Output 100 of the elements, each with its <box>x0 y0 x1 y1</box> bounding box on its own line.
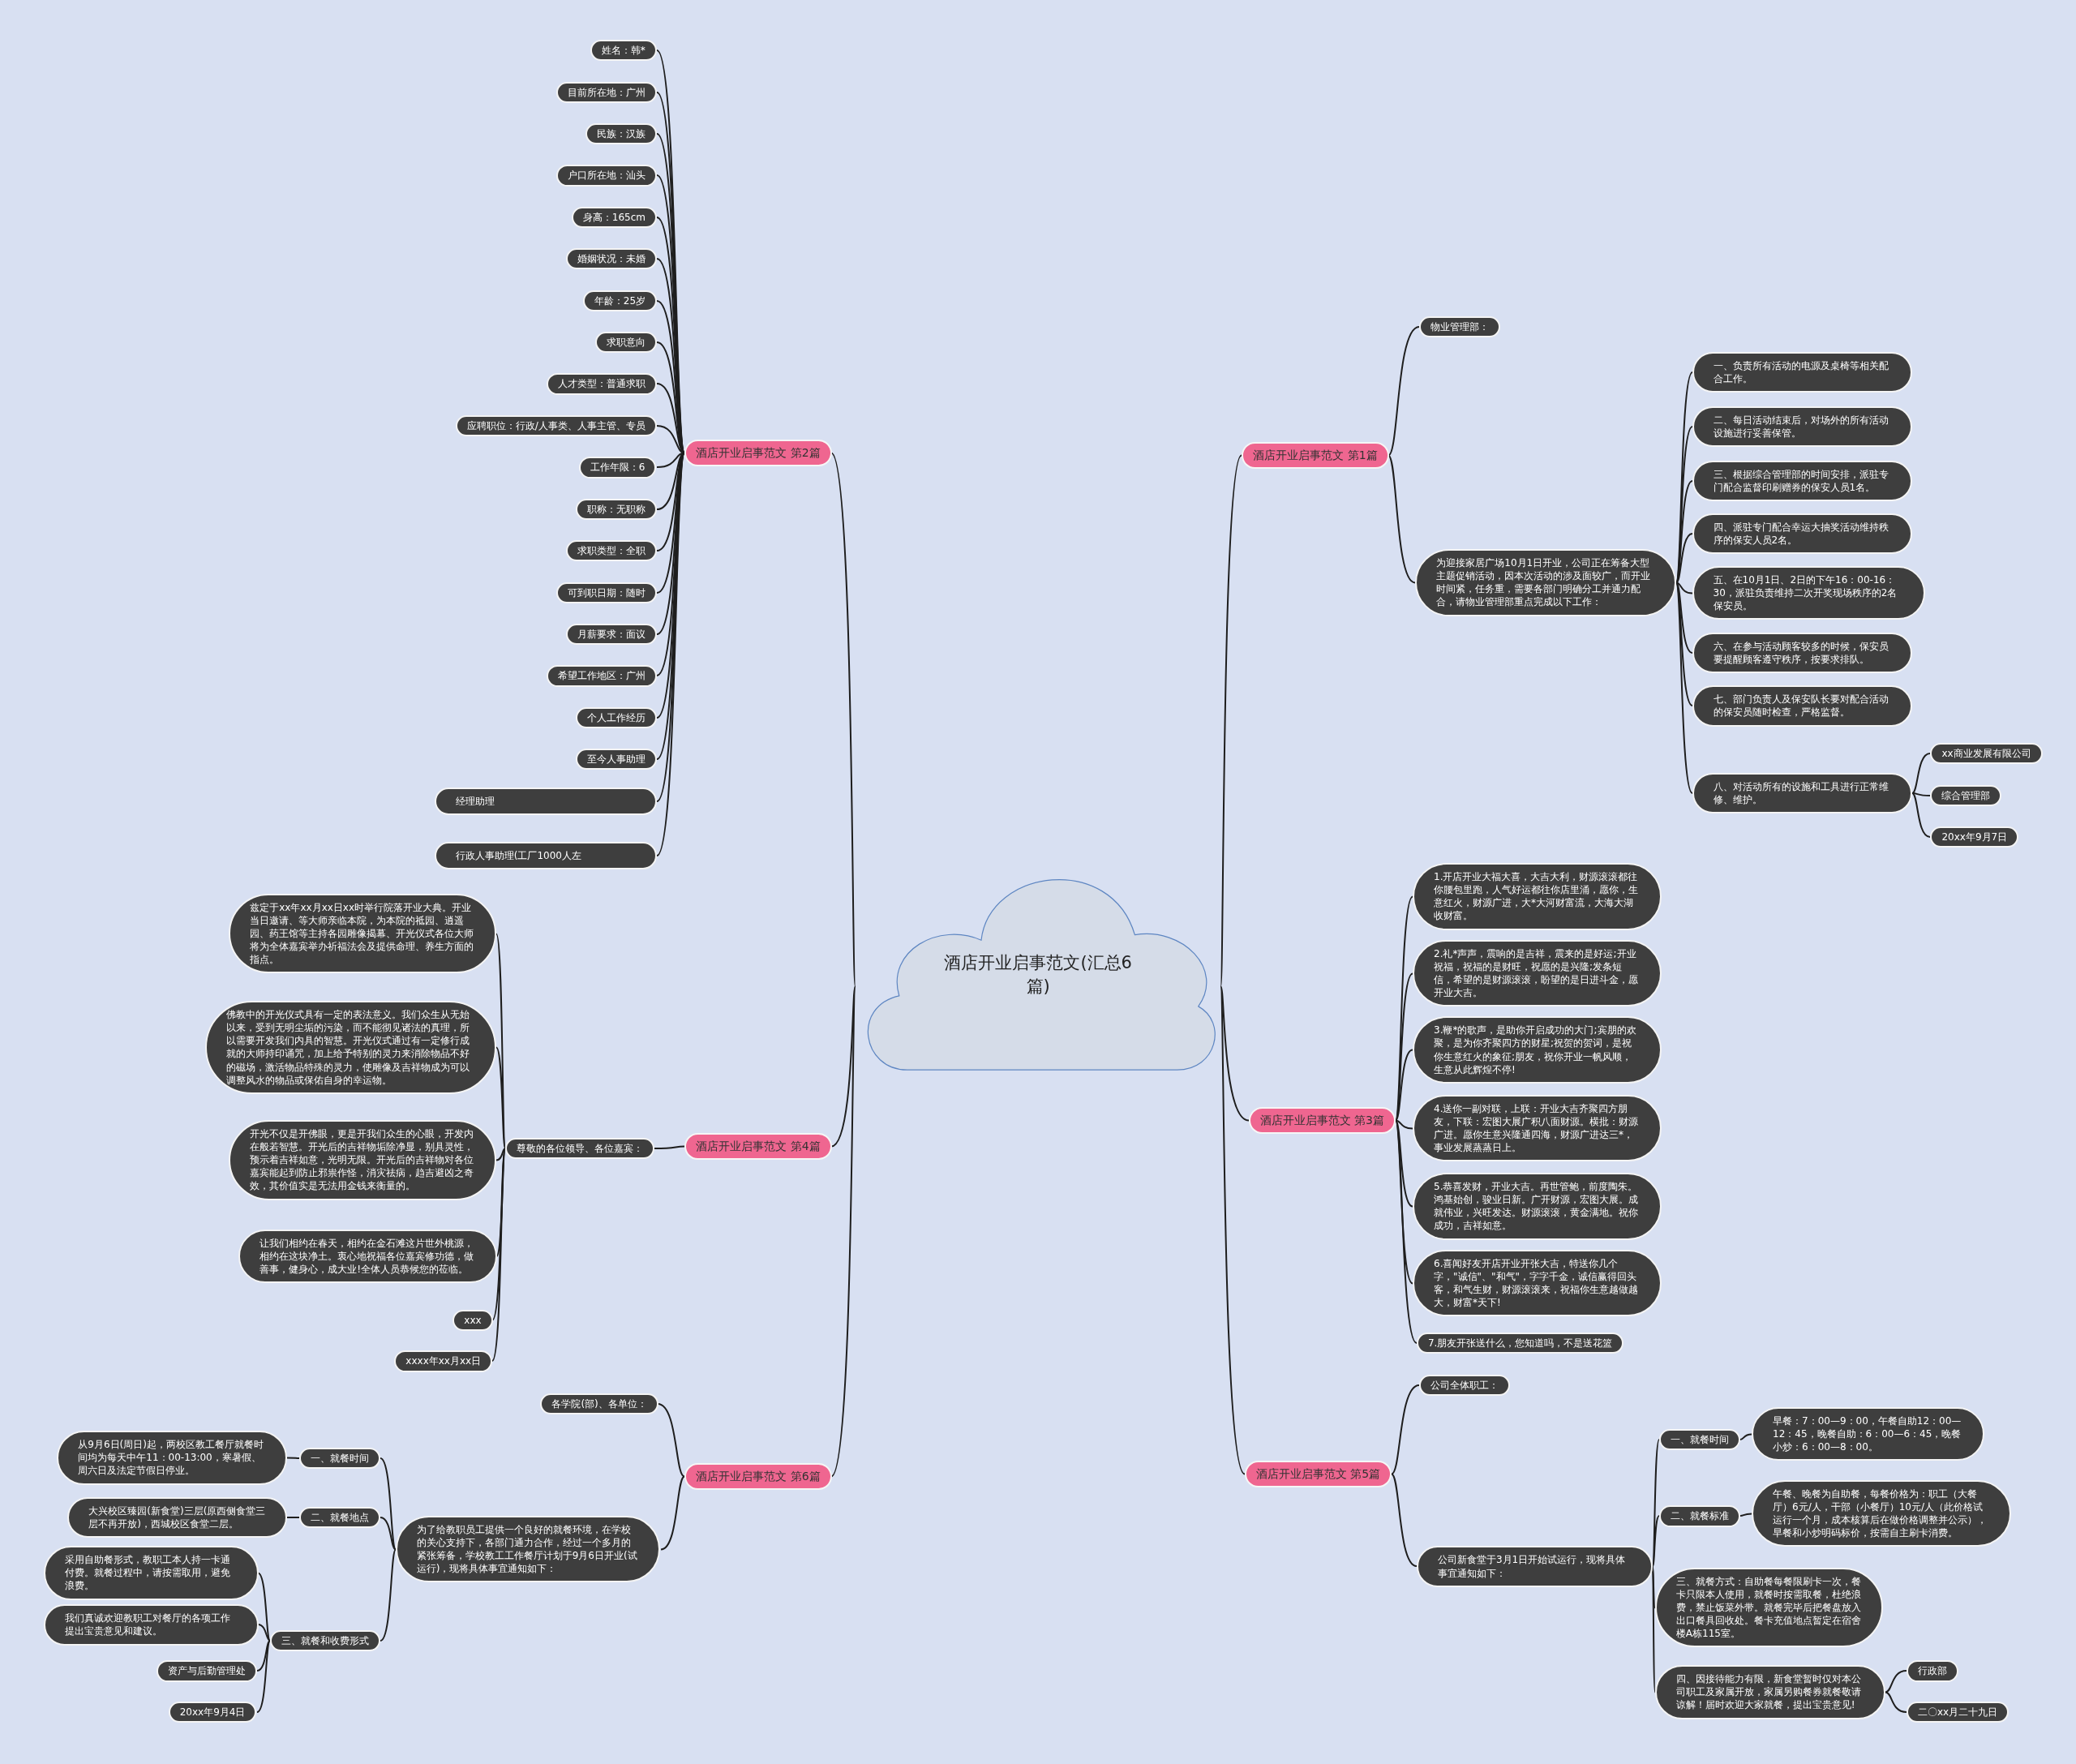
topic-pill: 婚姻状况：未婚 <box>565 248 657 270</box>
text-bubble: 三、根据综合管理部的时间安排，派驻专门配合监督印刷赠券的保安人员1名。 <box>1692 460 1912 501</box>
connector-line <box>654 1145 685 1149</box>
topic-pill: 个人工作经历 <box>575 706 657 729</box>
connector-line <box>256 1640 271 1672</box>
topic-pill: 尊敬的各位领导、各位嘉宾： <box>504 1137 654 1159</box>
connector-line <box>495 1148 506 1161</box>
connector-line <box>286 1457 300 1459</box>
connector-line <box>1388 454 1416 584</box>
connector-line <box>257 1624 271 1642</box>
text-bubble: 4.送你一副对联，上联：开业大吉齐聚四方朋友，下联：宏图大展广积八面财源。横批：财源广进。愿你生意兴隆通四海，财源广进达三*，事业发展蒸蒸日上。 <box>1413 1094 1662 1162</box>
topic-pill: 二、就餐地点 <box>298 1507 380 1529</box>
topic-pill: 各学院(部)、各单位： <box>540 1393 658 1414</box>
connector-line <box>1220 985 1246 1475</box>
text-bubble: 为了给教职员工提供一个良好的就餐环境，在学校的关心支持下，各部门通力合作，经过一个多月的紧张筹备，学校教工工作餐厅计划于9月6日开业(试运行)，现将具体事宜通知如下： <box>395 1515 661 1583</box>
topic-pill: 资产与后勤管理处 <box>156 1660 257 1682</box>
text-bubble: 5.恭喜发财，开业大吉。再世管鲍，前度陶朱。鸿基始创，骏业日新。广开财源，宏图大展。成就伟业，兴旺发达。财源滚滚，黄金满地。祝你成功，吉祥如意。 <box>1413 1172 1662 1240</box>
connector-line <box>660 1475 685 1551</box>
topic-pill: 户口所在地：汕头 <box>555 165 657 187</box>
text-bubble: 采用自助餐形式，教职工本人持一卡通付费。就餐过程中，请按需取用，避免浪费。 <box>44 1546 259 1600</box>
connector-line <box>257 1572 271 1642</box>
connector-line <box>286 1517 300 1518</box>
text-bubble: 从9月6日(周日)起，两校区教工餐厅就餐时间均为每天中午11：00-13:00，寒暑假、周六日及法定节假日停业。 <box>57 1431 288 1485</box>
connector-line <box>1395 1119 1413 1130</box>
topic-pill: 可到职日期：随时 <box>555 582 657 603</box>
text-bubble: 2.礼*声声，震响的是吉祥，震来的是好运;开业祝福，祝福的是财旺，祝愿的是兴隆;发条短信，希望的是财源滚滚，盼望的是日进斗金，愿开业大吉。 <box>1413 939 1662 1007</box>
topic-pill: 行政部 <box>1907 1660 1958 1682</box>
topic-pill: 应聘职位：行政/人事类、人事主管、专员 <box>455 414 657 437</box>
topic-pill: 职称：无职称 <box>575 498 657 520</box>
connector-line <box>1739 1513 1752 1517</box>
topic-pill: 20xx年9月4日 <box>168 1702 257 1723</box>
text-bubble: 一、负责所有活动的电源及桌椅等相关配合工作。 <box>1692 351 1912 393</box>
connector-line <box>830 985 856 1478</box>
connector-line <box>1391 1473 1418 1567</box>
topic-pill: 求职类型：全职 <box>565 540 657 562</box>
branch-topic: 酒店开业启事范文 第4篇 <box>684 1133 832 1161</box>
text-bubble: 为迎接家居广场10月1日开业，公司正在筹备大型主题促销活动，因本次活动的涉及面较广，而开业时间紧，任务重，需要各部门明确分工并通力配合，请物业管理部重点完成以下工作： <box>1415 548 1676 616</box>
connector-line <box>380 1517 397 1551</box>
topic-pill: 求职意向 <box>594 332 657 354</box>
text-bubble: 经理助理 <box>434 787 658 815</box>
connector-line <box>1388 326 1420 457</box>
text-bubble: 我们真诚欢迎教职工对餐厅的各项工作提出宝贵意见和建议。 <box>44 1604 259 1646</box>
text-bubble: 八、对活动所有的设施和工具进行正常维修、维护。 <box>1692 772 1912 814</box>
topic-pill: 年龄：25岁 <box>582 290 658 311</box>
text-bubble: 行政人事助理(工厂1000人左 <box>434 841 658 869</box>
topic-pill: 月薪要求：面议 <box>565 624 657 646</box>
topic-pill: 7.朋友开张送什么，您知道吗，不是送花篮 <box>1416 1332 1624 1354</box>
topic-pill: 三、就餐和收费形式 <box>269 1629 380 1652</box>
connector-line <box>1391 1384 1420 1475</box>
connector-line <box>1220 985 1250 1122</box>
text-bubble: 四、因接待能力有限，新食堂暂时仅对本公司职工及家属开放，家属另购餐券就餐敬请谅解！届时欢迎大家就餐，提出宝贵意见! <box>1654 1665 1885 1719</box>
connector-line <box>380 1548 397 1642</box>
connector-line <box>1395 1119 1413 1208</box>
topic-pill: 目前所在地：广州 <box>555 81 657 103</box>
topic-pill: 至今人事助理 <box>575 748 657 770</box>
topic-pill: 公司全体职工： <box>1419 1374 1511 1396</box>
connector-line <box>1220 454 1242 988</box>
topic-pill: 20xx年9月7日 <box>1930 826 2019 848</box>
connector-line <box>1675 582 1693 594</box>
topic-pill: 综合管理部 <box>1930 785 2002 807</box>
connector-line <box>256 1640 271 1713</box>
connector-line <box>830 985 856 1148</box>
connector-line <box>1911 792 1931 796</box>
text-bubble: 佛教中的开光仪式具有一定的表法意义。我们众生从无始以来，受到无明尘垢的污染，而不能彻见诸法的真理，所以需要开发我们内具的智慧。开光仪式通过有一定修行成就的大师持印诵咒，加上给予特别的灵力来消除物品不好的磁场，激活物品特殊的灵力，使雕像及吉祥物成为可以调整风水的物品或保佑自身的幸运物。 <box>205 1000 497 1095</box>
text-bubble: 五、在10月1日、2日的下午16：00-16：30，派驻负责维持二次开奖现场秩序的2名保安员。 <box>1692 565 1925 620</box>
connector-line <box>1911 792 1931 838</box>
text-bubble: 兹定于xx年xx月xx日xx时举行院落开业大典。开业当日邀请、等大师亲临本院，为本院的祗园、逍遥园、药王馆等主持各园雕像揭幕、开光仪式各位大师将为全体嘉宾举办祈福法会及提供命理、养生方面的指点。 <box>229 893 496 974</box>
topic-pill: 姓名：韩* <box>590 40 657 62</box>
topic-pill: 二〇xx月二十九日 <box>1907 1702 2010 1723</box>
text-bubble: 开光不仅是开佛眼，更是开我们众生的心眼，开发内在般若智慧。开光后的吉祥物垢除净显，别具灵性，预示着吉祥如意，光明无限。开光后的吉祥物对各位嘉宾能起到防止邪祟作怪，消灾祛病，趋吉避凶之奇效，其价值实是无法用金钱来衡量的。 <box>229 1119 496 1200</box>
text-bubble: 3.鞭*的歌声，是助你开启成功的大门;宾朋的欢聚，是为你齐聚四方的财星;祝贺的贺词，是祝你生意红火的象征;朋友，祝你开业一帆风顺，生意从此辉煌不停! <box>1413 1016 1662 1084</box>
topic-pill: 一、就餐时间 <box>298 1447 380 1469</box>
connector-line <box>1911 753 1931 794</box>
text-bubble: 六、在参与活动顾客较多的时候，保安员要提醒顾客遵守秩序，按要求排队。 <box>1692 632 1912 674</box>
central-topic: 酒店开业启事范文(汇总6篇) <box>943 952 1133 998</box>
branch-topic: 酒店开业启事范文 第3篇 <box>1248 1106 1396 1134</box>
connector-line <box>1739 1433 1752 1440</box>
topic-pill: 人才类型：普通求职 <box>546 373 657 395</box>
branch-topic: 酒店开业启事范文 第2篇 <box>684 439 832 466</box>
connector-line <box>1652 1515 1660 1567</box>
connector-line <box>1395 1049 1413 1122</box>
text-bubble: 早餐：7：00—9：00，午餐自助12：00—12：45，晚餐自助：6：00—6：45，晚餐小炒：6：00—8：00。 <box>1752 1406 1985 1461</box>
text-bubble: 二、每日活动结束后，对场外的所有活动设施进行妥善保管。 <box>1692 406 1912 448</box>
text-bubble: 让我们相约在春天，相约在金石滩这片世外桃源，相约在这块净土。衷心地祝福各位嘉宾修功德，做善事，健身心，成大业!全体人员恭候您的莅临。 <box>238 1229 497 1284</box>
text-bubble: 6.喜闻好友开店开业开张大吉，特送你几个字，"诚信"、"和气"，字字千金，诚信赢得回头客，和气生财，财源滚滚来，祝福你生意越做越大，财富*天下! <box>1413 1249 1662 1317</box>
connector-line <box>1885 1670 1907 1693</box>
topic-pill: 物业管理部： <box>1419 316 1501 338</box>
topic-pill: xxxx年xx月xx日 <box>394 1350 493 1372</box>
topic-pill: 工作年限：6 <box>578 457 657 479</box>
topic-pill: 希望工作地区：广州 <box>546 665 657 687</box>
topic-pill: 身高：165cm <box>571 206 657 228</box>
text-bubble: 四、派驻专门配合幸运大抽奖活动维持秩序的保安人员2名。 <box>1692 513 1912 555</box>
connector-line <box>1885 1691 1907 1713</box>
text-bubble: 1.开店开业大福大喜，大吉大利，财源滚滚都往你腰包里跑，人气好运都往你店里涌，愿你，生意红火，财源广进，大*大河财富流，大海大湖收财富。 <box>1413 862 1662 930</box>
connector-line <box>830 452 856 988</box>
topic-pill: 民族：汉族 <box>585 122 657 145</box>
connector-line <box>1675 533 1693 584</box>
text-bubble: 七、部门负责人及保安队长要对配合活动的保安员随时检查，严格监督。 <box>1692 685 1912 727</box>
branch-topic: 酒店开业启事范文 第5篇 <box>1244 1460 1392 1487</box>
topic-pill: 一、就餐时间 <box>1658 1428 1740 1450</box>
